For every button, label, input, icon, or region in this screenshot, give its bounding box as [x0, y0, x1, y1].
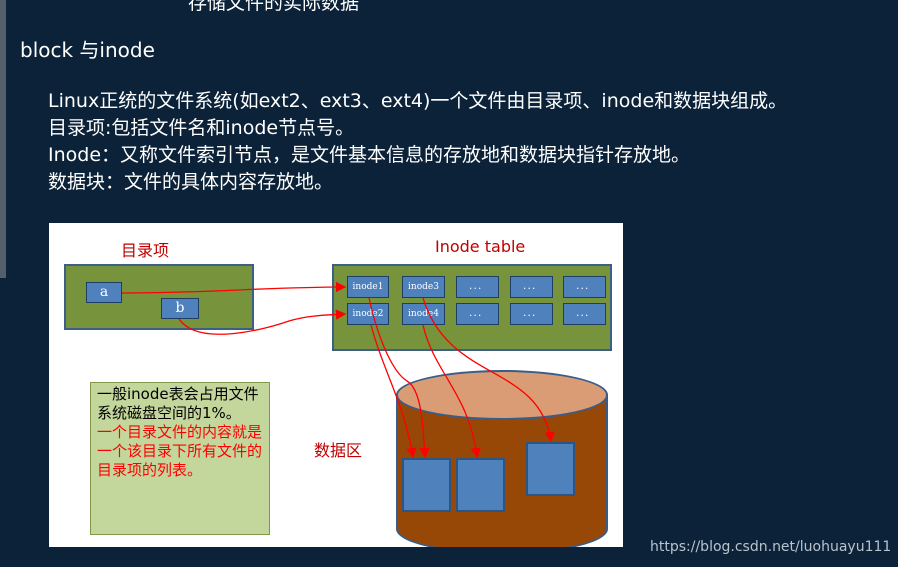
dir-entry-title: 目录项	[121, 241, 170, 260]
left-scrollbar[interactable]	[0, 0, 6, 278]
arrow-inode1-to-block1	[368, 297, 430, 459]
dir-entry-b: b	[161, 298, 199, 319]
arrow-inode2-to-block1	[370, 324, 417, 459]
inode-cell-inode1: inode1	[347, 276, 389, 298]
inode-cell-inode4: inode4	[402, 303, 445, 325]
paragraph-linux-fs: Linux正统的文件系统(如ext2、ext3、ext4)一个文件由目录项、in…	[48, 90, 788, 112]
paragraph-dir-entry: 目录项:包括文件名和inode节点号。	[48, 117, 355, 139]
pointer-arrows	[121, 281, 555, 459]
inode-cell-empty: ．．．	[456, 303, 499, 325]
inode-cell-empty: ．．．	[563, 276, 606, 298]
inode-cell-empty: ．．．	[456, 276, 499, 298]
watermark-url: https://blog.csdn.net/luohuayu111	[650, 539, 892, 555]
inode-cell-empty: ．．．	[510, 276, 553, 298]
inode-cell-inode3: inode3	[402, 276, 445, 298]
paragraph-data-block: 数据块：文件的具体内容存放地。	[48, 171, 334, 193]
inode-table-title: Inode table	[435, 237, 526, 256]
note-box: 一般inode表会占用文件系统磁盘空间的1%。 一个目录文件的内容就是一个该目录…	[90, 382, 270, 535]
note-text-red: 一个目录文件的内容就是一个该目录下所有文件的目录项的列表。	[97, 423, 263, 479]
data-area-label: 数据区	[314, 441, 363, 460]
data-block-1	[402, 458, 451, 512]
arrow-b-to-inode2	[178, 309, 347, 335]
inode-cell-inode2: inode2	[347, 303, 389, 325]
dir-entry-a: a	[86, 282, 122, 303]
inode-cell-empty: ．．．	[563, 303, 606, 325]
note-text-black: 一般inode表会占用文件系统磁盘空间的1%。	[97, 385, 259, 422]
inode-cell-empty: ．．．	[510, 303, 553, 325]
paragraph-inode: Inode：又称文件索引节点，是文件基本信息的存放地和数据块指针存放地。	[48, 144, 691, 166]
section-heading: block 与inode	[20, 38, 155, 62]
arrow-inode3-to-block3	[422, 297, 555, 443]
previous-line-text: 存储文件的实际数据	[188, 0, 360, 14]
inode-diagram: 目录项 Inode table a b inode1 inode3 ．．． ．．…	[49, 223, 623, 547]
description-paragraphs: Linux正统的文件系统(如ext2、ext3、ext4)一个文件由目录项、in…	[48, 88, 787, 196]
data-block-3	[526, 442, 575, 496]
arrow-inode4-to-block2	[422, 324, 482, 459]
data-block-2	[456, 458, 505, 512]
arrow-a-to-inode1	[121, 281, 347, 294]
